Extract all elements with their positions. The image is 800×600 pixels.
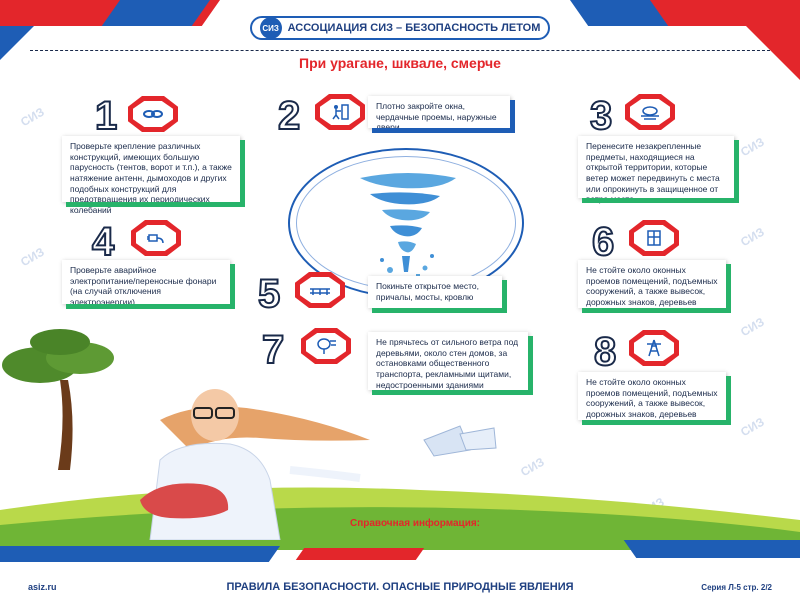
watermark: СИЗ (738, 414, 767, 440)
association-logo: СИЗ (259, 17, 282, 39)
flying-papers-illustration (423, 425, 497, 457)
main-title: При урагане, шквале, смерче (299, 55, 501, 71)
tip-badge (292, 272, 348, 308)
watermark: СИЗ (18, 104, 47, 130)
tip-card: Покиньте открытое место, причалы, мосты,… (368, 276, 507, 313)
tip-badge (626, 330, 682, 366)
bottom-left-blue-stripe (0, 546, 280, 562)
tip-card: Не стойте около оконных проемов помещени… (578, 260, 731, 313)
watermark: СИЗ (738, 134, 767, 160)
footer: asiz.ru ПРАВИЛА БЕЗОПАСНОСТИ. ОПАСНЫЕ ПР… (0, 574, 800, 600)
tip-number: 7 (261, 328, 285, 372)
top-right-corner-decoration (720, 0, 800, 80)
chain-link-icon (143, 110, 163, 118)
bottom-left-red-stripe (295, 548, 425, 560)
top-left-blue-stripe (101, 0, 210, 26)
tip-text: Проверьте аварийное электропитание/перен… (70, 265, 217, 307)
tip-text: Плотно закройте окна, чердачные проемы, … (376, 101, 497, 132)
tip-text: Не стойте около оконных проемов помещени… (586, 265, 718, 307)
tip-text: Проверьте крепление различных конструкци… (70, 141, 232, 215)
tip-card: Плотно закройте окна, чердачные проемы, … (368, 96, 515, 133)
bridge-icon (310, 288, 330, 295)
wind-cloud-icon (641, 106, 659, 120)
watermark: СИЗ (738, 314, 767, 340)
tip-number: 6 (591, 220, 615, 264)
tip-badge (312, 94, 368, 130)
watermark: СИЗ (738, 224, 767, 250)
bottom-right-blue-stripe (623, 540, 800, 558)
tip-card: Не прячьтесь от сильного ветра под дерев… (368, 332, 533, 395)
tip-card: Не стойте около оконных проемов помещени… (578, 372, 731, 425)
watermark: СИЗ (18, 244, 47, 270)
tip-badge (622, 94, 678, 130)
person-in-wind-illustration (140, 389, 370, 540)
tip-badge (298, 328, 354, 364)
tip-badge (128, 220, 184, 256)
tree-wind-icon (317, 338, 336, 354)
tip-card: Проверьте крепление различных конструкци… (62, 136, 245, 215)
footer-site-link[interactable]: asiz.ru (28, 582, 57, 592)
header-title: АССОЦИАЦИЯ СИЗ – БЕЗОПАСНОСТЬ ЛЕТОМ (287, 22, 541, 34)
tip-card: Проверьте аварийное электропитание/перен… (62, 260, 235, 309)
tip-number: 8 (593, 330, 617, 374)
tornado-icon (360, 173, 456, 281)
tree-illustration (2, 329, 114, 470)
tip-badge (125, 96, 181, 132)
power-tower-icon (647, 339, 661, 357)
tip-number: 5 (257, 272, 281, 316)
footer-title: ПРАВИЛА БЕЗОПАСНОСТИ. ОПАСНЫЕ ПРИРОДНЫЕ … (226, 581, 574, 593)
reference-label: Справочная информация: (350, 518, 481, 529)
tip-text: Перенесите незакрепленные предметы, нахо… (586, 141, 720, 204)
tip-card: Перенесите незакрепленные предметы, нахо… (578, 136, 739, 204)
power-plug-icon (147, 234, 164, 244)
person-closing-door-icon (332, 104, 349, 120)
dashed-title-frame (30, 50, 770, 84)
tip-number: 3 (589, 94, 613, 138)
header-pill: СИЗ АССОЦИАЦИЯ СИЗ – БЕЗОПАСНОСТЬ ЛЕТОМ (250, 16, 550, 40)
window-icon (647, 230, 661, 246)
tip-number: 1 (94, 94, 118, 138)
tip-badge (626, 220, 682, 256)
tip-number: 2 (277, 94, 301, 138)
footer-series: Серия Л-5 стр. 2/2 (701, 582, 772, 592)
tip-text: Покиньте открытое место, причалы, мосты,… (376, 281, 479, 302)
tip-text: Не стойте около оконных проемов помещени… (586, 377, 718, 419)
tip-text: Не прячьтесь от сильного ветра под дерев… (376, 337, 519, 390)
tip-number: 4 (91, 220, 115, 264)
